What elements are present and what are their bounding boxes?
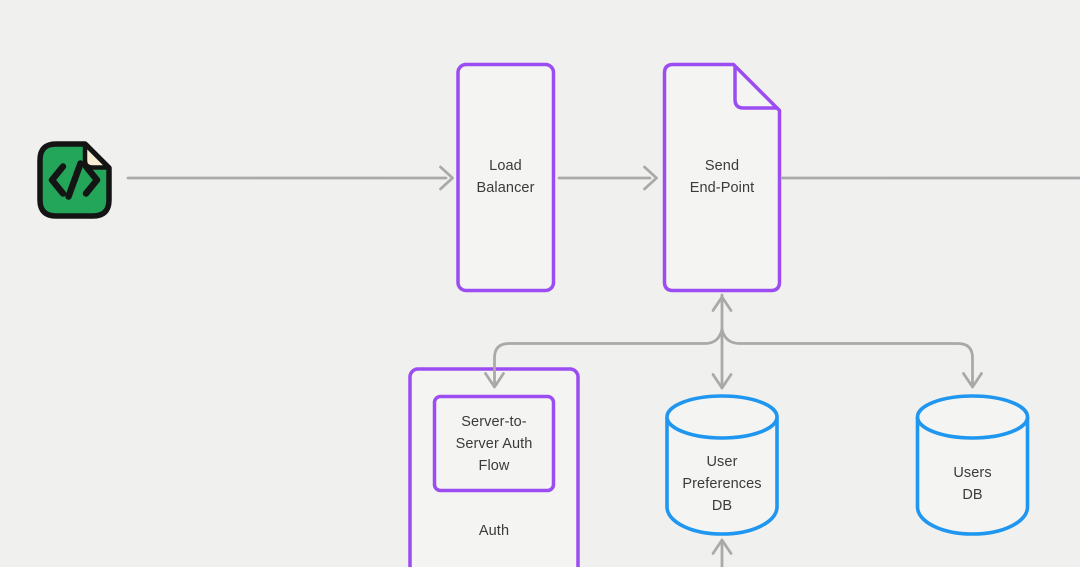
code-file-icon[interactable]: [37, 141, 112, 219]
arrow-head: [962, 372, 983, 389]
arrow-source-to-load-balancer[interactable]: [126, 165, 454, 191]
send-endpoint-shape[interactable]: [662, 62, 782, 293]
users-db-shape[interactable]: [915, 394, 1030, 536]
user-preferences-db-shape[interactable]: [665, 394, 779, 536]
arrow-head: [484, 372, 505, 389]
load-balancer-shape[interactable]: [456, 62, 556, 293]
cylinder-body: [915, 417, 1030, 536]
arrow-head: [439, 165, 454, 191]
arrow-load-balancer-to-send-endpoint[interactable]: [557, 165, 658, 191]
cylinder-top: [665, 394, 779, 440]
document-outline: [662, 62, 782, 293]
chevron-right-icon: [82, 163, 101, 197]
arrow-head-down: [711, 373, 733, 390]
arrow-up-into-user-preferences-db[interactable]: [711, 538, 733, 567]
file-fold: [82, 141, 111, 170]
arrow-line: [720, 327, 974, 387]
chevron-left-icon: [48, 163, 67, 197]
arrow-line: [493, 327, 724, 387]
arrow-branch-to-auth[interactable]: [484, 327, 724, 389]
cylinder-body: [665, 417, 779, 536]
slash-icon: [65, 160, 84, 200]
arrow-head-up: [711, 295, 733, 312]
arrow-head: [711, 538, 733, 555]
cylinder-top: [915, 394, 1030, 440]
document-fold-line: [733, 65, 779, 110]
arrow-send-endpoint-user-preferences-db[interactable]: [711, 293, 733, 390]
arrow-branch-to-users-db[interactable]: [720, 327, 983, 389]
server-auth-flow-shape[interactable]: [432, 394, 556, 493]
arrow-head: [643, 165, 658, 191]
